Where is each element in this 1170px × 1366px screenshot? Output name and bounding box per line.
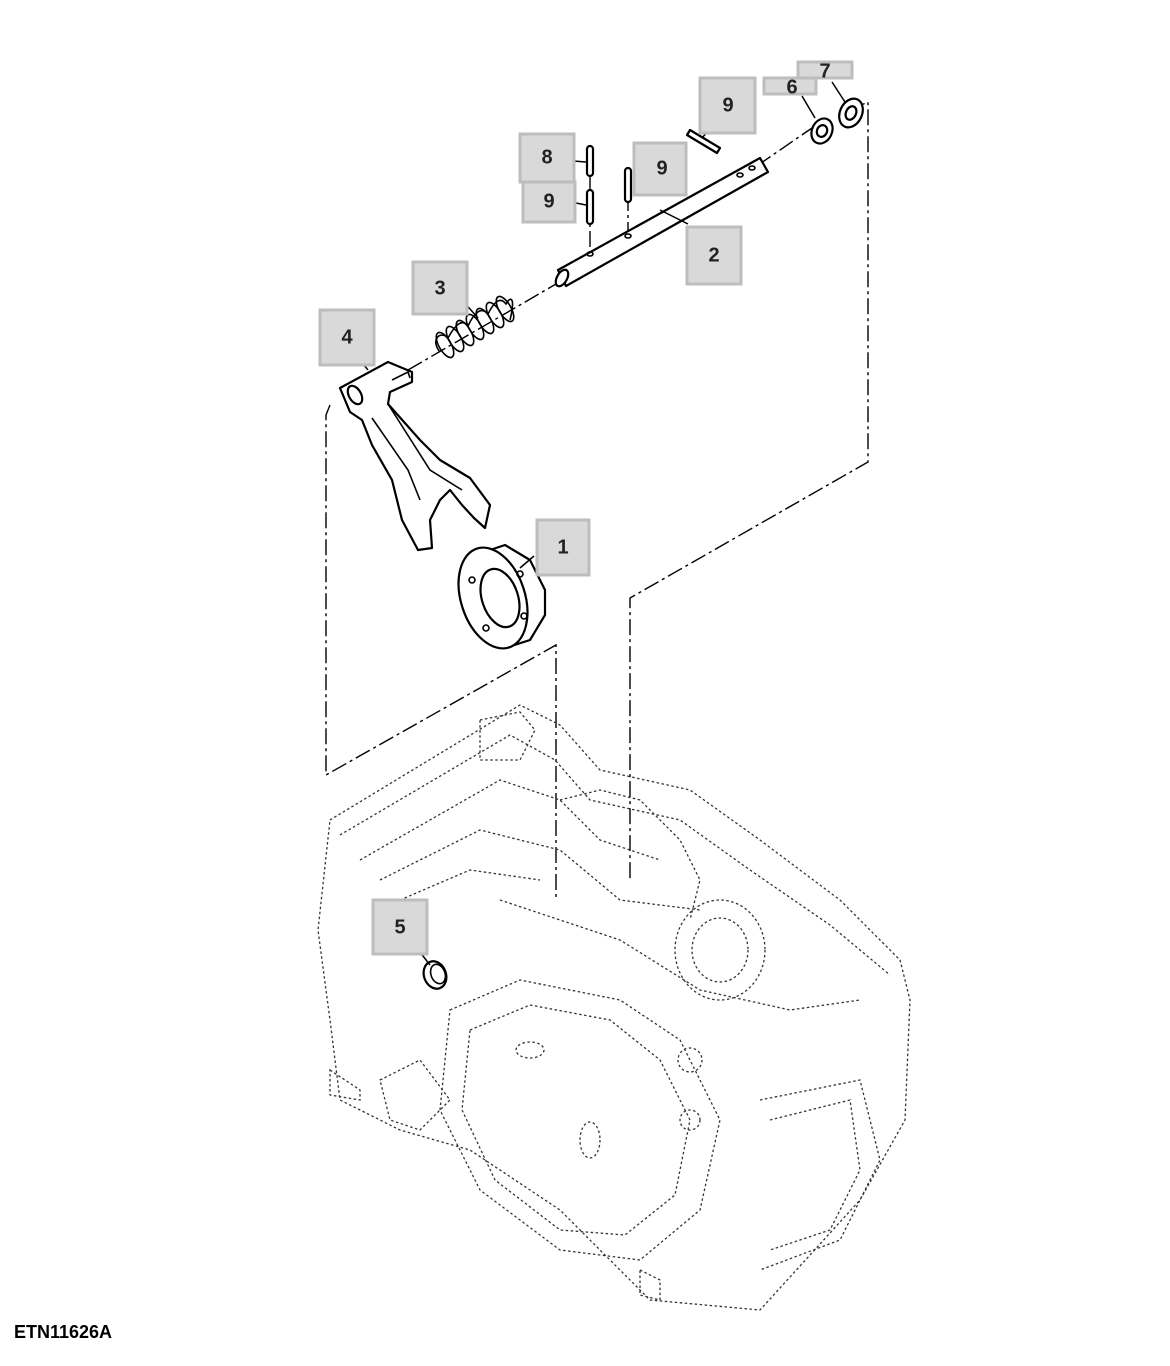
figure-id-label: ETN11626A — [14, 1322, 113, 1342]
callout-4: 4 — [318, 308, 376, 367]
release-bearing-part-1 — [457, 543, 547, 650]
callout-1-label: 1 — [557, 536, 568, 558]
transmission-housing-outline — [317, 704, 911, 1311]
callout-5-label: 5 — [394, 916, 405, 938]
callout-5: 5 — [371, 898, 429, 956]
callout-7: 7 — [796, 60, 854, 82]
roll-pin-part-9-top — [685, 128, 722, 155]
plug-part-5 — [422, 960, 448, 990]
callout-6: 6 — [762, 76, 818, 98]
callout-2: 2 — [685, 225, 743, 286]
callout-4-label: 4 — [341, 326, 353, 348]
callout-9-top-label: 9 — [722, 94, 733, 116]
shaft-part-2 — [554, 156, 770, 288]
callout-6-label: 6 — [786, 76, 797, 98]
roll-pin-part-9-lower — [585, 188, 595, 226]
washer-part-7 — [838, 97, 864, 129]
roll-pin-part-9-middle — [623, 166, 633, 204]
callout-9-middle: 9 — [632, 141, 688, 197]
callout-3: 3 — [411, 260, 469, 316]
roll-pin-part-8 — [585, 144, 595, 178]
callout-1: 1 — [535, 518, 591, 577]
shift-fork-part-4 — [338, 360, 492, 552]
callout-7-label: 7 — [819, 60, 830, 82]
callout-9-top: 9 — [698, 76, 757, 135]
callout-2-label: 2 — [708, 244, 719, 266]
callout-9-middle-label: 9 — [656, 157, 667, 179]
callout-8: 8 — [518, 132, 576, 184]
callout-9-left-label: 9 — [543, 190, 554, 212]
callout-8-label: 8 — [541, 146, 552, 168]
callout-9-left: 9 — [521, 180, 577, 224]
callout-3-label: 3 — [434, 277, 445, 299]
seal-part-6 — [810, 117, 834, 145]
spring-part-3 — [435, 295, 515, 359]
